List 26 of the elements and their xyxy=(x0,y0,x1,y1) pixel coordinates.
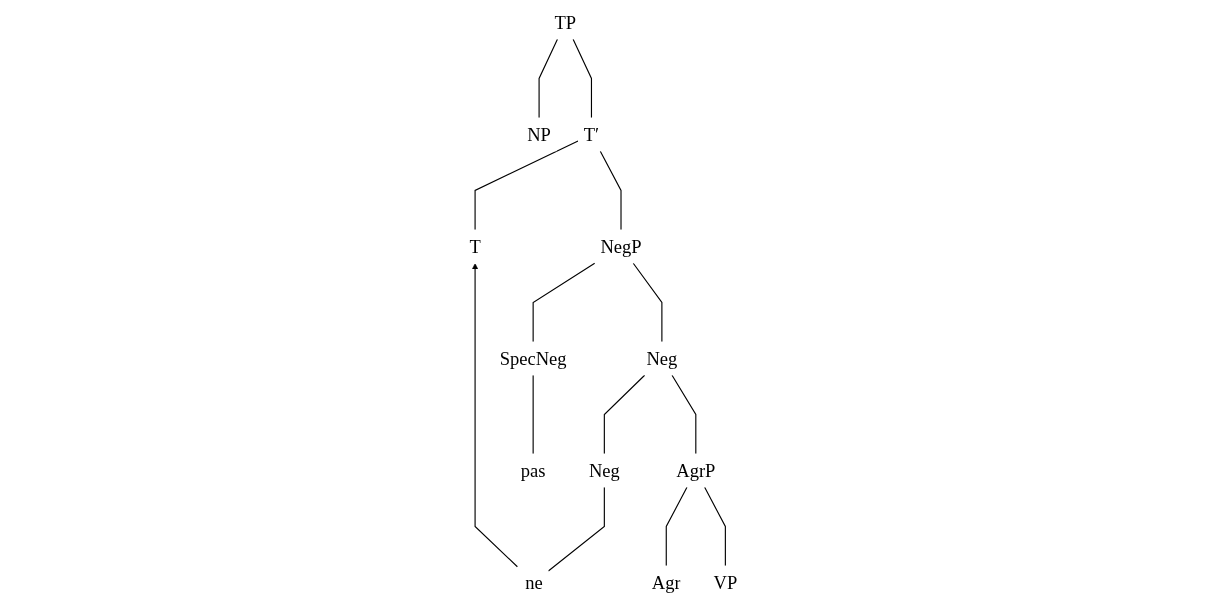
node-text: T′ xyxy=(583,124,600,145)
node-text: AgrP xyxy=(676,460,716,481)
node-text: ne xyxy=(525,572,543,593)
node-text: T xyxy=(469,236,481,257)
connector xyxy=(603,374,646,455)
node-text: Neg xyxy=(589,460,620,481)
connector xyxy=(547,486,606,572)
arrow xyxy=(472,263,519,568)
connector xyxy=(632,262,663,343)
node-text: TP xyxy=(554,12,577,33)
node-text: pas xyxy=(520,460,546,481)
connector xyxy=(474,140,579,231)
connector xyxy=(532,262,596,343)
connector xyxy=(532,374,534,455)
node-text: Neg xyxy=(646,348,678,369)
connector xyxy=(572,38,593,119)
connector xyxy=(665,486,688,567)
connector xyxy=(538,38,559,119)
node-text: SpecNeg xyxy=(499,348,567,369)
node-text: VP xyxy=(713,572,738,593)
connector xyxy=(671,374,697,455)
node-text: Agr xyxy=(652,572,681,593)
node-text: NegP xyxy=(600,236,642,257)
node-text: NP xyxy=(527,124,552,145)
connector xyxy=(599,150,622,231)
connector xyxy=(704,486,727,567)
